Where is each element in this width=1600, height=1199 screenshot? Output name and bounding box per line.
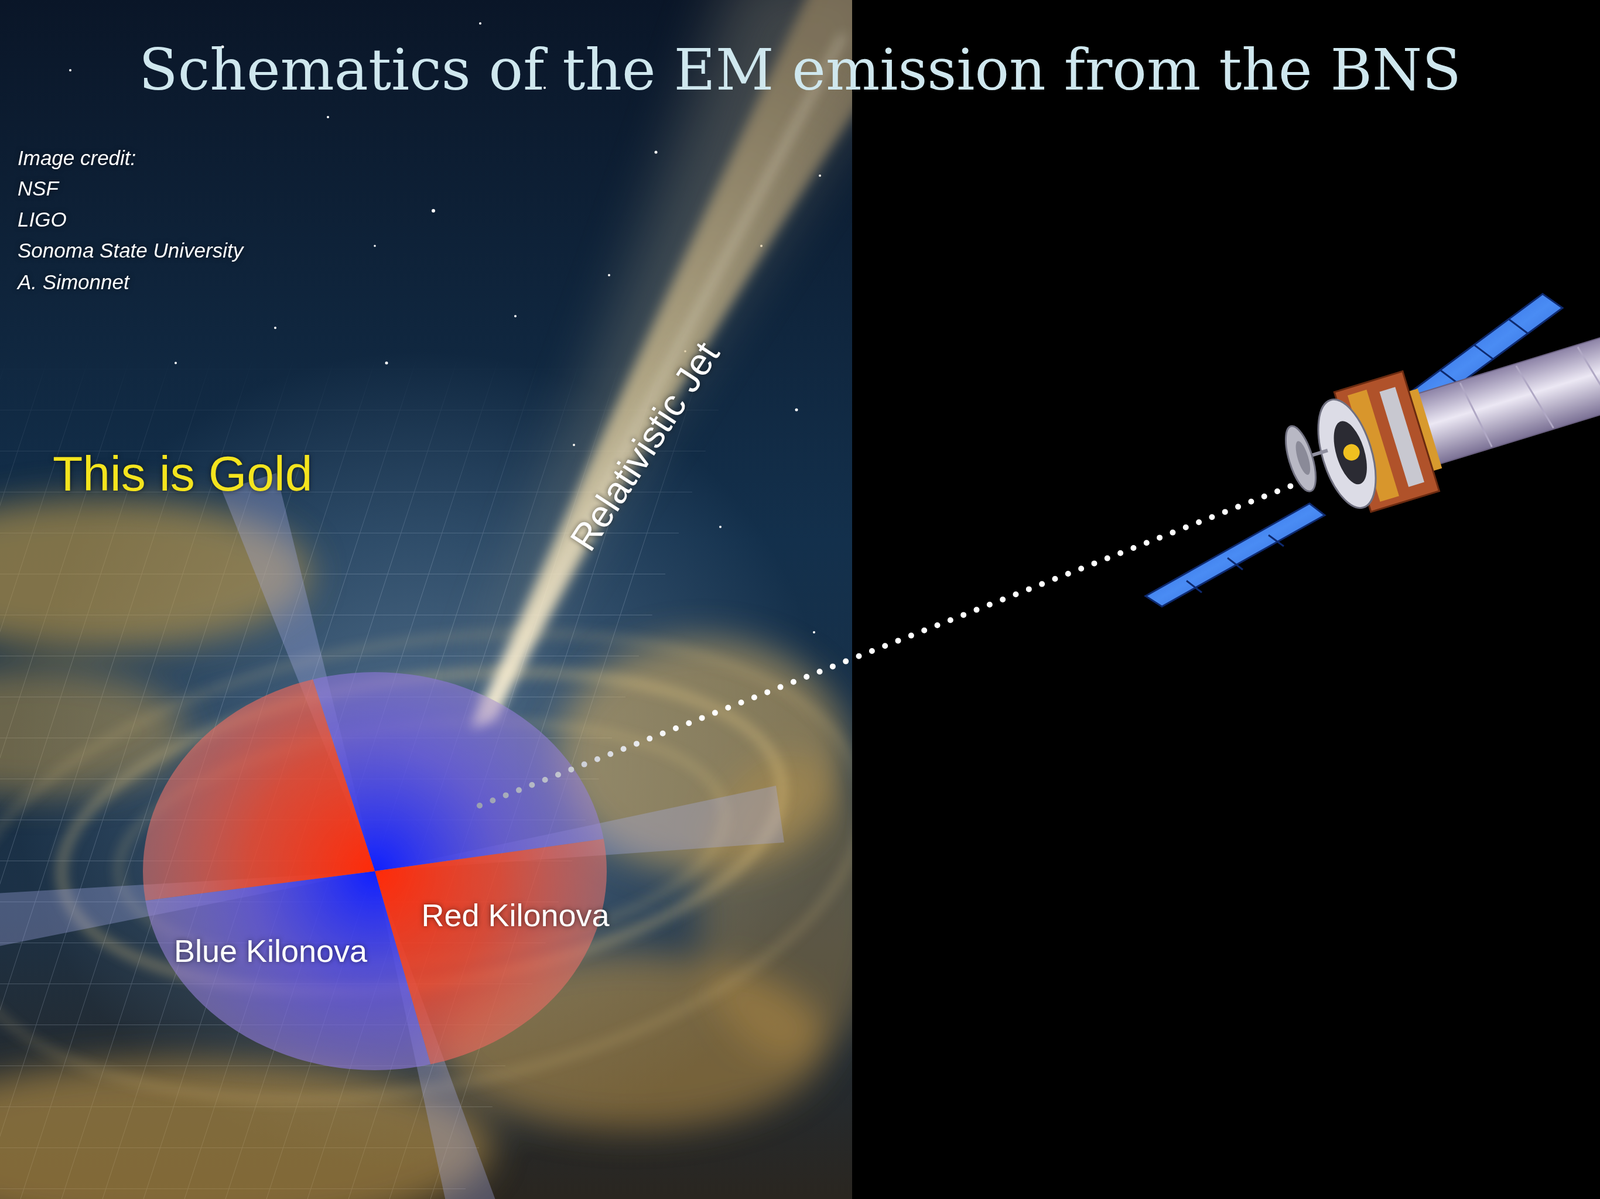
kilonova-region: Blue Kilonova	[168, 929, 374, 973]
satellite-body	[1273, 281, 1600, 531]
relativistic-jet	[456, 0, 853, 738]
star	[514, 315, 517, 318]
satellite-body	[1460, 325, 1600, 451]
satellite-body	[1414, 305, 1600, 466]
star	[326, 115, 330, 119]
kilonova-region: Red Kilonova	[415, 893, 615, 938]
credit-line: Sonoma State University	[17, 237, 244, 264]
satellite-body	[1341, 442, 1362, 463]
satellite-body	[1279, 422, 1322, 495]
star	[479, 22, 482, 25]
star	[818, 174, 822, 177]
star	[431, 209, 436, 213]
gold-cloud	[0, 667, 188, 797]
star	[69, 69, 72, 72]
credit-line: LIGO	[17, 206, 67, 233]
relativistic-jet	[456, 0, 853, 738]
credit-line: Image credit:	[17, 145, 136, 172]
merger-illustration	[0, 0, 853, 1199]
relativistic-jet	[471, 0, 853, 730]
star	[274, 326, 277, 330]
gold-cloud	[0, 1060, 492, 1199]
blue-kilonova-quadrant	[0, 0, 853, 872]
red-kilonova-quadrant	[0, 0, 375, 1065]
kilonova-disc	[0, 0, 853, 1199]
star	[654, 151, 658, 155]
red-kilonova-quadrant	[374, 659, 853, 1199]
satellite-body	[1292, 439, 1314, 477]
gold-callout: This is Gold	[52, 443, 313, 505]
relativistic-jet	[483, 35, 844, 722]
star	[373, 244, 376, 248]
solar-panel	[1145, 503, 1325, 607]
node-label: Red Kilonova	[421, 897, 610, 934]
satellite-body	[1327, 417, 1374, 489]
credit-line: A. Simonnet	[17, 269, 130, 296]
blue-kilonova-quadrant	[0, 871, 798, 1199]
slide-title: Schematics of the EM emission from the B…	[0, 40, 1600, 100]
solar-panel	[1186, 535, 1284, 593]
x-ray-satellite	[1145, 281, 1600, 607]
node-label: Blue Kilonova	[173, 932, 368, 970]
credit-line: NSF	[17, 175, 59, 202]
solar-panel	[1145, 293, 1563, 607]
star	[607, 274, 611, 277]
satellite-body	[1379, 387, 1424, 488]
